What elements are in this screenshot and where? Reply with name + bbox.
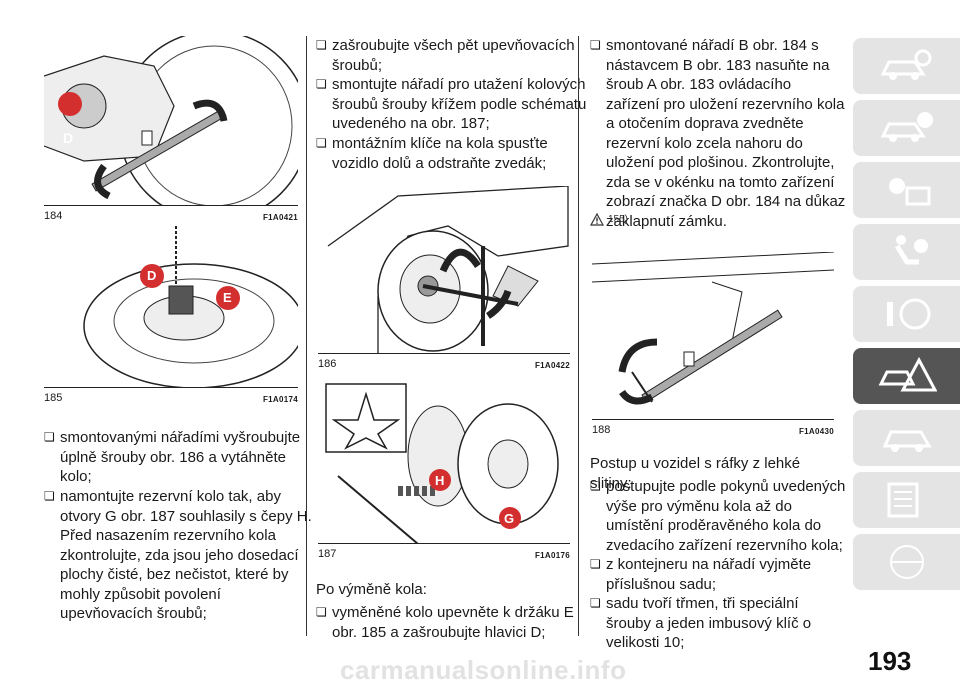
- emergency-warning-icon: [878, 356, 937, 392]
- tab-emergency[interactable]: [853, 348, 960, 404]
- list-item-text: montážním klíče na kola spusťte vozidlo …: [332, 135, 548, 172]
- figure-number: 188: [592, 424, 611, 436]
- figure-caption: 184 F1A0421: [44, 205, 298, 222]
- figure-187: H G 187 F1A0176: [318, 376, 570, 560]
- figure-caption: 187 F1A0176: [318, 543, 570, 560]
- column-divider: [578, 36, 579, 636]
- list-item: postupujte podle pokynů uvedených výše p…: [590, 477, 846, 555]
- label-d: D: [63, 130, 74, 146]
- list-item-text: vyměněné kolo upevněte k držáku E obr. 1…: [332, 604, 574, 641]
- label-e: E: [223, 290, 232, 305]
- list-item: smontovanými nářadími vyšroubujte úplně …: [44, 428, 312, 487]
- list-item-text: zašroubujte všech pět upevňovacích šroub…: [332, 37, 575, 74]
- list-item: vyměněné kolo upevněte k držáku E obr. 1…: [316, 603, 588, 642]
- jack-wheel-illustration: [327, 186, 569, 354]
- technical-data-icon: [887, 482, 918, 518]
- list-item: namontujte rezervní kolo tak, aby otvory…: [44, 487, 312, 624]
- car-service-icon: [882, 430, 932, 452]
- figure-number: 186: [318, 358, 337, 370]
- figure-caption: 185 F1A0174: [44, 387, 298, 404]
- figure-code: F1A0174: [262, 395, 298, 404]
- tab-dashboard-light[interactable]: [853, 162, 960, 218]
- label-d: D: [147, 268, 157, 283]
- list-item: montážním klíče na kola spusťte vozidlo …: [316, 134, 588, 173]
- steering-wheel-key-icon: [886, 298, 930, 330]
- car-search-icon: [880, 49, 931, 80]
- bolt-pattern-illustration: [325, 383, 559, 544]
- airbag-seat-icon: [894, 235, 928, 265]
- figure-186: 186 F1A0422: [318, 186, 570, 370]
- list-item-text: z kontejneru na nářadí vyjměte příslušno…: [606, 556, 812, 593]
- warning-ref: 155): [608, 214, 629, 225]
- figure-185: D E 185 F1A0174: [44, 226, 298, 404]
- spare-wheel-illustration: [83, 226, 298, 388]
- warning-note: 155): [590, 213, 628, 226]
- figure-caption: 186 F1A0422: [318, 353, 570, 370]
- figure-number: 184: [44, 210, 63, 222]
- label-g: G: [504, 511, 515, 526]
- tab-car-search[interactable]: [853, 38, 960, 94]
- label-h: H: [435, 473, 445, 488]
- list-item: smontované nářadí B obr. 184 s nástavcem…: [590, 36, 846, 231]
- list-item-text: smontovanými nářadími vyšroubujte úplně …: [60, 429, 301, 485]
- figure-number: 185: [44, 392, 63, 404]
- list-item: zašroubujte všech pět upevňovacích šroub…: [316, 36, 588, 75]
- tab-car-info[interactable]: [853, 100, 960, 156]
- figure-code: F1A0176: [534, 551, 570, 560]
- figure-184: D 184 F1A0421: [44, 36, 298, 222]
- page-number: 193: [868, 646, 912, 676]
- tab-steering-wheel[interactable]: [853, 286, 960, 342]
- list-item-text: namontujte rezervní kolo tak, aby otvory…: [60, 488, 312, 622]
- figure-caption: 188 F1A0430: [592, 419, 834, 436]
- figure-code: F1A0421: [262, 213, 298, 222]
- list-item: smontujte nářadí pro utažení kolových šr…: [316, 75, 588, 134]
- dashboard-light-icon: [888, 178, 930, 206]
- figure-code: F1A0422: [534, 361, 570, 370]
- warning-triangle-icon: [590, 213, 604, 226]
- wheel-bolt-illustration: [44, 36, 298, 206]
- tab-airbag-seat[interactable]: [853, 224, 960, 280]
- car-info-icon: [880, 112, 933, 142]
- list-item-text: smontované nářadí B obr. 184 s nástavcem…: [606, 37, 846, 230]
- list-item-text: sadu tvoří třmen, tři speciální šrouby a…: [606, 595, 812, 651]
- tab-car-service[interactable]: [853, 410, 960, 466]
- watermark: carmanualsonline.info: [340, 655, 627, 685]
- list-item-text: postupujte podle pokynů uvedených výše p…: [606, 478, 846, 554]
- spare-wheel-hoist-illustration: [592, 252, 834, 405]
- column-divider: [306, 36, 307, 636]
- figure-number: 187: [318, 548, 337, 560]
- tab-index[interactable]: [853, 534, 960, 590]
- figure-188: 188 F1A0430: [592, 252, 834, 436]
- alphabet-index-icon: [889, 545, 924, 579]
- list-item: sadu tvoří třmen, tři speciální šrouby a…: [590, 594, 846, 653]
- figure-code: F1A0430: [798, 427, 834, 436]
- list-item: z kontejneru na nářadí vyjměte příslušno…: [590, 555, 846, 594]
- tab-technical-data[interactable]: [853, 472, 960, 528]
- section-intro: Po výměně kola:: [316, 581, 427, 598]
- list-item-text: smontujte nářadí pro utažení kolových šr…: [332, 76, 587, 132]
